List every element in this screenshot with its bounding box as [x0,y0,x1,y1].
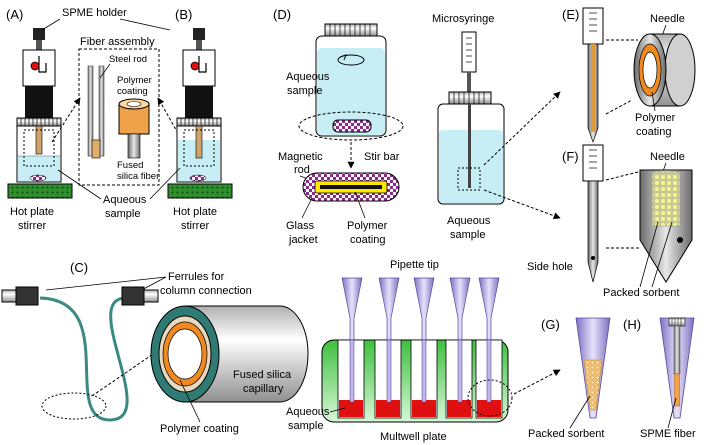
panel-label-c: (C) [70,260,88,275]
septum-cap-a [16,117,62,127]
panel-label-g: (G) [541,317,560,332]
svg-text:Packed sorbent: Packed sorbent [528,428,604,440]
svg-text:Needle: Needle [650,13,685,25]
svg-text:Needle: Needle [650,151,685,163]
magnetic-rod [320,185,382,189]
svg-text:Aqueous: Aqueous [286,406,330,418]
panel-c: (C) Ferrules for column connection Fused… [1,260,309,435]
spme-fiber-coating [674,373,680,407]
ferrule-right [121,286,145,306]
svg-text:sample: sample [288,420,323,432]
panel-g: (G) Packed sorbent [528,317,611,440]
spme-fiber-rod [673,325,681,375]
hot-plate-b [167,183,233,199]
svg-text:Fused silica: Fused silica [233,369,292,381]
aqueous-sample-ab: Aqueous sample [57,167,181,220]
septum-cap-b [176,117,222,127]
svg-text:Aqueous: Aqueous [286,71,330,83]
panel-e: (E) Needle Polymer coating [562,7,696,144]
svg-text:coating: coating [636,126,671,138]
panel-label-d: (D) [273,7,291,22]
svg-text:Packed sorbent: Packed sorbent [603,287,679,299]
microsyringe-cap [448,91,492,105]
vial-cap-d [324,23,378,37]
microsyringe-needle [468,104,471,188]
svg-text:Hot plate: Hot plate [173,206,217,218]
packed-sorbent-g [583,359,603,411]
svg-text:capillary: capillary [243,383,284,395]
needle-f [587,180,599,283]
ferrule-left [1,289,17,303]
svg-text:sample: sample [450,229,485,241]
panel-label-a: (A) [6,7,23,22]
svg-text:Ferrules for: Ferrules for [168,271,225,283]
svg-text:Aqueous: Aqueous [103,194,147,206]
panel-f: (F) Side hole Needle Packed sorbent [527,144,693,299]
svg-text:coating: coating [350,234,385,246]
panel-d: (D) Aqueous sample Stir bar Magnetic rod… [273,7,404,246]
syringe-e [582,7,604,45]
svg-text:stirrer: stirrer [18,220,46,232]
svg-text:Polymer: Polymer [347,220,388,232]
fused-silica-fiber [127,133,141,159]
svg-text:column connection: column connection [160,285,252,297]
side-hole-dot [591,256,595,260]
panel-label-h: (H) [623,317,641,332]
svg-text:Aqueous: Aqueous [447,215,491,227]
stir-rotation [337,54,365,66]
svg-text:Side hole: Side hole [527,261,573,273]
svg-text:rod: rod [294,164,310,176]
panel-label-e: (E) [562,7,579,22]
svg-text:sample: sample [105,208,140,220]
holder-knob-a [33,28,45,40]
svg-text:Multwell plate: Multwell plate [380,431,447,443]
svg-text:coating: coating [117,86,148,97]
fiber-assembly-title: Fiber assembly [80,36,155,48]
svg-text:Fused: Fused [117,160,143,171]
panel-h: (H) SPME fiber [623,317,696,440]
svg-text:Pipette tip: Pipette tip [390,259,439,271]
svg-text:Stir bar: Stir bar [364,151,400,163]
svg-text:Polymer coating: Polymer coating [160,423,239,435]
stir-bar-d [332,119,372,133]
steel-rod [87,65,94,157]
fiber-b [195,125,203,159]
svg-text:silica fiber: silica fiber [117,171,159,182]
panel-a: (A) Hot plate stirrer [6,7,73,232]
panel-label-b: (B) [175,7,192,22]
svg-text:SPME fiber: SPME fiber [640,428,696,440]
svg-text:stirrer: stirrer [181,220,209,232]
well-samples [339,400,501,417]
holder-indicator-a [30,61,40,71]
fiber-a [35,125,43,155]
svg-text:Hot plate: Hot plate [10,206,54,218]
capillary-enlarged [185,305,309,403]
svg-text:Polymer: Polymer [635,112,676,124]
stir-bar-a [29,174,47,182]
svg-text:Steel rod: Steel rod [109,54,147,65]
svg-text:Glass: Glass [286,220,315,232]
hot-plate-a [7,183,73,199]
panel-b: (B) Hot plate stirrer [167,7,233,232]
packed-sorbent-enlarged [651,171,681,227]
panel-label-f: (F) [562,149,579,164]
svg-text:jacket: jacket [288,234,318,246]
multiwell-panel: Pipette tip [286,259,561,443]
svg-text:Polymer: Polymer [117,75,152,86]
microsyringe-panel: Microsyringe Aqueous sample [432,13,561,241]
fiber-assembly-inset: SPME holder Fiber assembly Steel rod Pol… [41,7,184,186]
svg-text:sample: sample [287,85,322,97]
spme-holder-label: SPME holder [62,7,127,19]
capillary-loop [39,296,129,422]
svg-text:Magnetic: Magnetic [278,151,323,163]
svg-text:Microsyringe: Microsyringe [432,13,494,25]
syringe-f [582,144,604,182]
